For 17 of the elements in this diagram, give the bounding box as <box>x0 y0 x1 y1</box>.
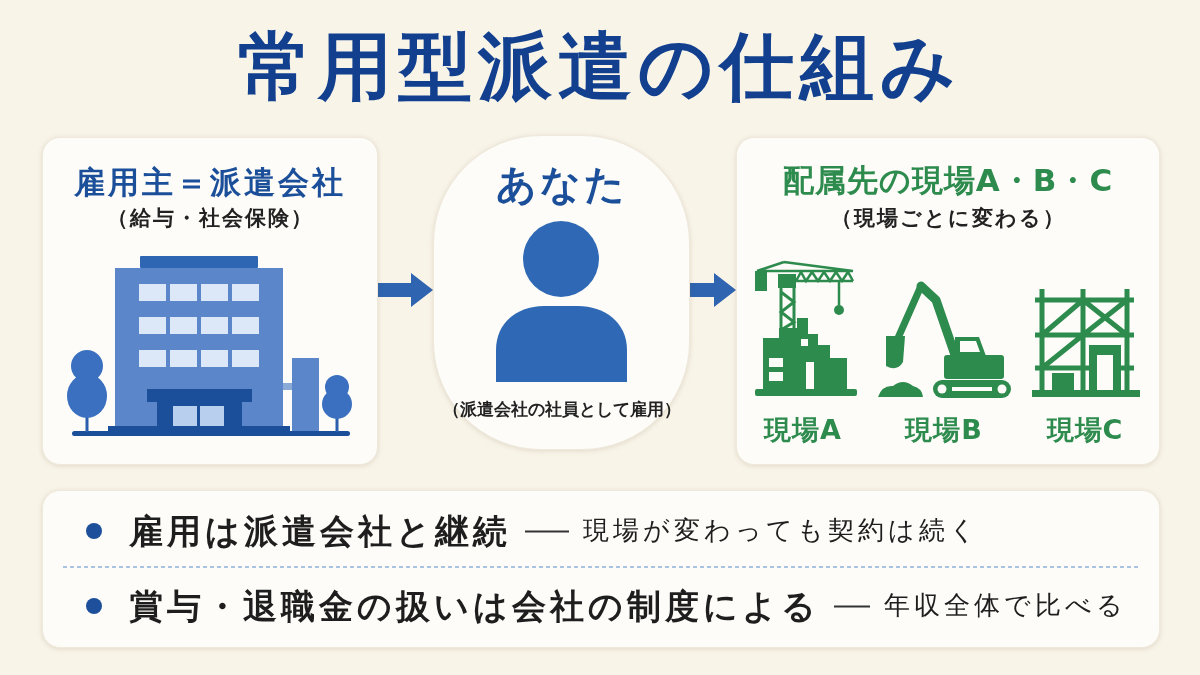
card-subtitle: （給与・社会保険） <box>106 206 314 232</box>
title: 常用型派遣の仕組み <box>238 22 962 111</box>
card-subtitle: （派遣会社の社員として雇用） <box>442 399 681 420</box>
site-label: 現場A <box>764 414 842 447</box>
arrow <box>690 273 736 307</box>
key-point: 賞与・退職金の扱いは会社の制度による <box>129 585 820 627</box>
card-subtitle: （現場ごとに変わる） <box>830 206 1066 232</box>
card-heading: あなた <box>495 160 628 208</box>
card-heading: 配属先の現場A・B・C <box>782 162 1114 200</box>
key-point-note: 現場が変わっても契約は続く <box>583 515 980 547</box>
card-heading: 雇用主＝派遣会社 <box>74 164 346 202</box>
arrow <box>378 273 433 307</box>
notes-panel <box>42 490 1160 648</box>
key-point: 雇用は派遣会社と継続 <box>129 510 511 552</box>
key-point-note: 年収全体で比べる <box>884 590 1127 622</box>
site-label: 現場C <box>1046 414 1124 447</box>
site-label: 現場B <box>905 414 983 447</box>
